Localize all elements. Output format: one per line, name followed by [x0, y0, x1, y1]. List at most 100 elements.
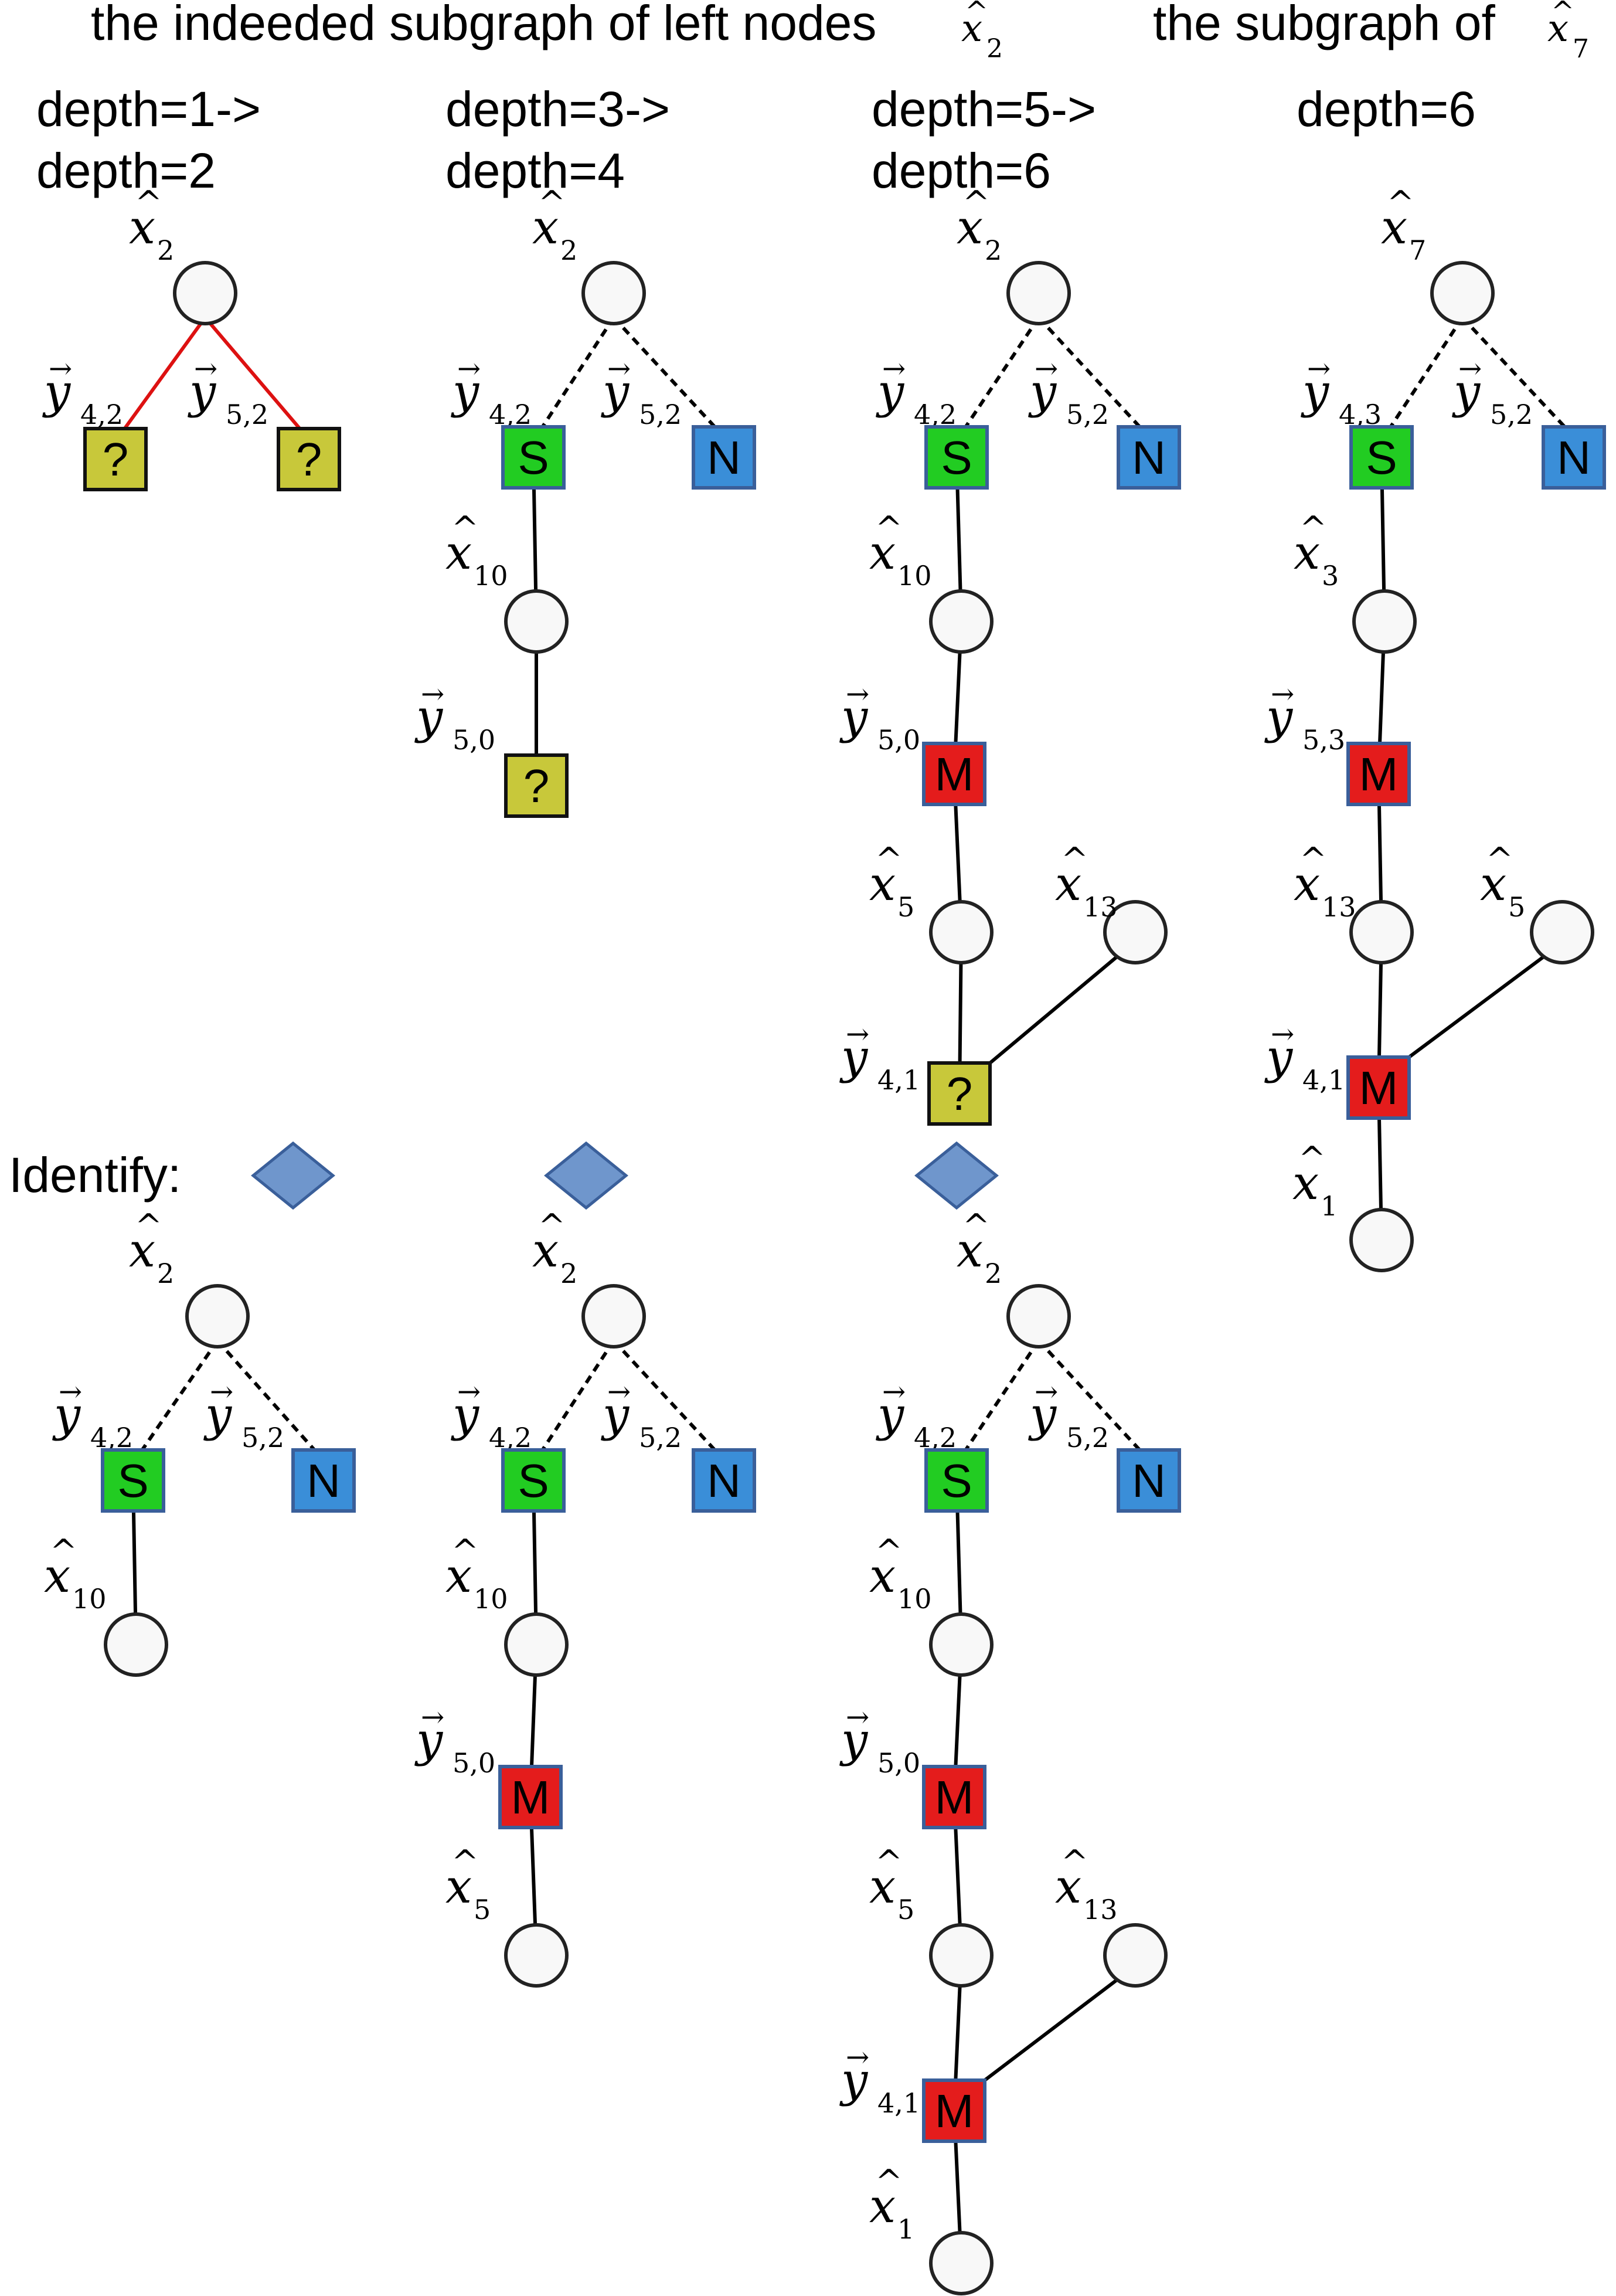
node-label-x7: x^7 [1381, 184, 1426, 266]
box-node-letter: M [935, 2085, 974, 2137]
node-label-x13-var: x [1294, 857, 1320, 911]
circle-node [1006, 1284, 1071, 1349]
node-label-x5-accent: ^ [1486, 841, 1513, 879]
node-label-x5-var: x [869, 857, 896, 911]
node-label-x2-var: x [957, 1223, 983, 1278]
node-label-x2-sub: 2 [157, 1258, 174, 1289]
edge-label-5-2-sub: 5,2 [241, 1422, 284, 1453]
right-title-hat: ^ [1551, 0, 1574, 28]
node-label-x5-var: x [869, 1859, 896, 1914]
node-label-x5-sub: 5 [897, 891, 914, 923]
circle-node [1006, 261, 1071, 325]
node-label-x10-accent: ^ [875, 1533, 903, 1571]
node-label-x13-var: x [1055, 1859, 1081, 1914]
box-node-letter: N [1132, 432, 1166, 484]
box-node-letter: S [941, 432, 972, 484]
box-node-letter: S [518, 1455, 549, 1507]
identify-diamond [914, 1141, 999, 1210]
node-label-x2: x^2 [129, 184, 174, 266]
node-label-x2-accent: ^ [962, 1207, 990, 1245]
node-label-x5-sub: 5 [474, 1894, 491, 1925]
box-label-y5-0-accent: → [846, 678, 869, 711]
edge-label-5-2-var: y [1452, 364, 1481, 419]
edge-label-4-3: y→4,3 [1301, 352, 1382, 430]
edge-r-n [612, 316, 716, 429]
edge-label-5-2-var: y [601, 1387, 630, 1442]
box-label-y4-1-var: y [1264, 1030, 1294, 1084]
node-label-x13-sub: 13 [1083, 891, 1118, 923]
node-label-x3-sub: 3 [1322, 560, 1339, 592]
left-title-sub: 2 [986, 34, 1003, 64]
edge-label-5-2-sub: 5,2 [1066, 399, 1109, 430]
node-label-x13-accent: ^ [1061, 841, 1088, 879]
edge-label-5-2-accent: → [1035, 352, 1058, 385]
edge-label-4-2: y→4,2 [451, 1375, 532, 1453]
node-label-x10-sub: 10 [474, 1583, 508, 1615]
edge-label-4-2: y→4,2 [451, 352, 532, 430]
node-label-x13: x^13 [1055, 1843, 1118, 1925]
node-label-x2: x^2 [957, 184, 1002, 266]
edge-r-s [541, 1339, 615, 1451]
identify-label: Identify: [9, 1147, 181, 1203]
box-label-y4-1-accent: → [1271, 1018, 1294, 1051]
edge-r-n [1461, 316, 1566, 429]
edge-r-s [1389, 316, 1464, 428]
node-label-x7-var: x [1381, 200, 1407, 254]
edge-c1-m [954, 1675, 962, 1767]
box-node-letter: S [941, 1455, 972, 1507]
box-label-y4-1-var: y [839, 2053, 869, 2107]
node-label-x2: x^2 [532, 1207, 577, 1289]
edge-c2-m2 [1377, 962, 1383, 1058]
box-label-y5-0-var: y [839, 1713, 869, 1767]
circle-node [1349, 900, 1414, 964]
node-label-x13-sub: 13 [1083, 1894, 1118, 1925]
edge-r-a [123, 316, 207, 430]
edge-label-4-3-var: y [1301, 364, 1330, 419]
edge-label-4-2-var: y [451, 1387, 480, 1442]
node-label-x2-var: x [957, 200, 983, 254]
header: the indeeded subgraph of left nodes x ^ … [91, 0, 1589, 64]
edge-m-c2 [1377, 804, 1383, 902]
node-label-x13-var: x [1055, 857, 1081, 911]
edge-r-n [216, 1339, 316, 1451]
circle-node [504, 1923, 569, 1988]
box-label-y5-3-accent: → [1271, 678, 1294, 711]
edge-label-5-2: y→5,2 [1028, 1375, 1109, 1453]
node-label-x2-accent: ^ [135, 184, 162, 222]
box-node-N [692, 425, 756, 490]
circle-node [1103, 900, 1168, 964]
node-label-x5-accent: ^ [875, 841, 903, 879]
node-label-x2-var: x [129, 200, 155, 254]
edge-label-4-2-accent: → [882, 1375, 906, 1408]
box-node-letter: S [117, 1455, 148, 1507]
edge-label-5-2-var: y [601, 364, 630, 419]
edge-r-n [1037, 316, 1141, 429]
box-label-y5-0-accent: → [421, 678, 444, 711]
circle-node [1530, 900, 1594, 964]
box-label-y5-0-sub: 5,0 [453, 724, 495, 756]
box-label-y5-3-sub: 5,3 [1302, 724, 1345, 756]
edge-label-4-2-var: y [451, 364, 480, 419]
box-label-y5-0-accent: → [421, 1701, 444, 1734]
edge-label-5-2-accent: → [607, 1375, 631, 1408]
edge-label-4-2: y→4,2 [52, 1375, 133, 1453]
left-title-hat: ^ [965, 0, 988, 28]
node-label-x5-var: x [1480, 857, 1506, 911]
box-node-letter: S [1366, 432, 1397, 484]
box-node-M [1346, 1055, 1411, 1120]
node-label-x2-var: x [532, 1223, 559, 1278]
circle-node [173, 261, 237, 325]
edge-label-5-2: y→5,2 [1028, 352, 1109, 430]
identify-diamonds [251, 1141, 999, 1210]
edge-label-5-2-accent: → [1458, 352, 1482, 385]
circle-node [1430, 261, 1495, 325]
depth-line: depth=6 [872, 143, 1051, 198]
box-label-y5-0-var: y [839, 690, 869, 744]
edge-label-4-2-var: y [42, 364, 72, 419]
edge-s-c1 [1380, 487, 1386, 592]
circle-node [1352, 589, 1417, 654]
node-label-x2: x^2 [957, 1207, 1002, 1289]
